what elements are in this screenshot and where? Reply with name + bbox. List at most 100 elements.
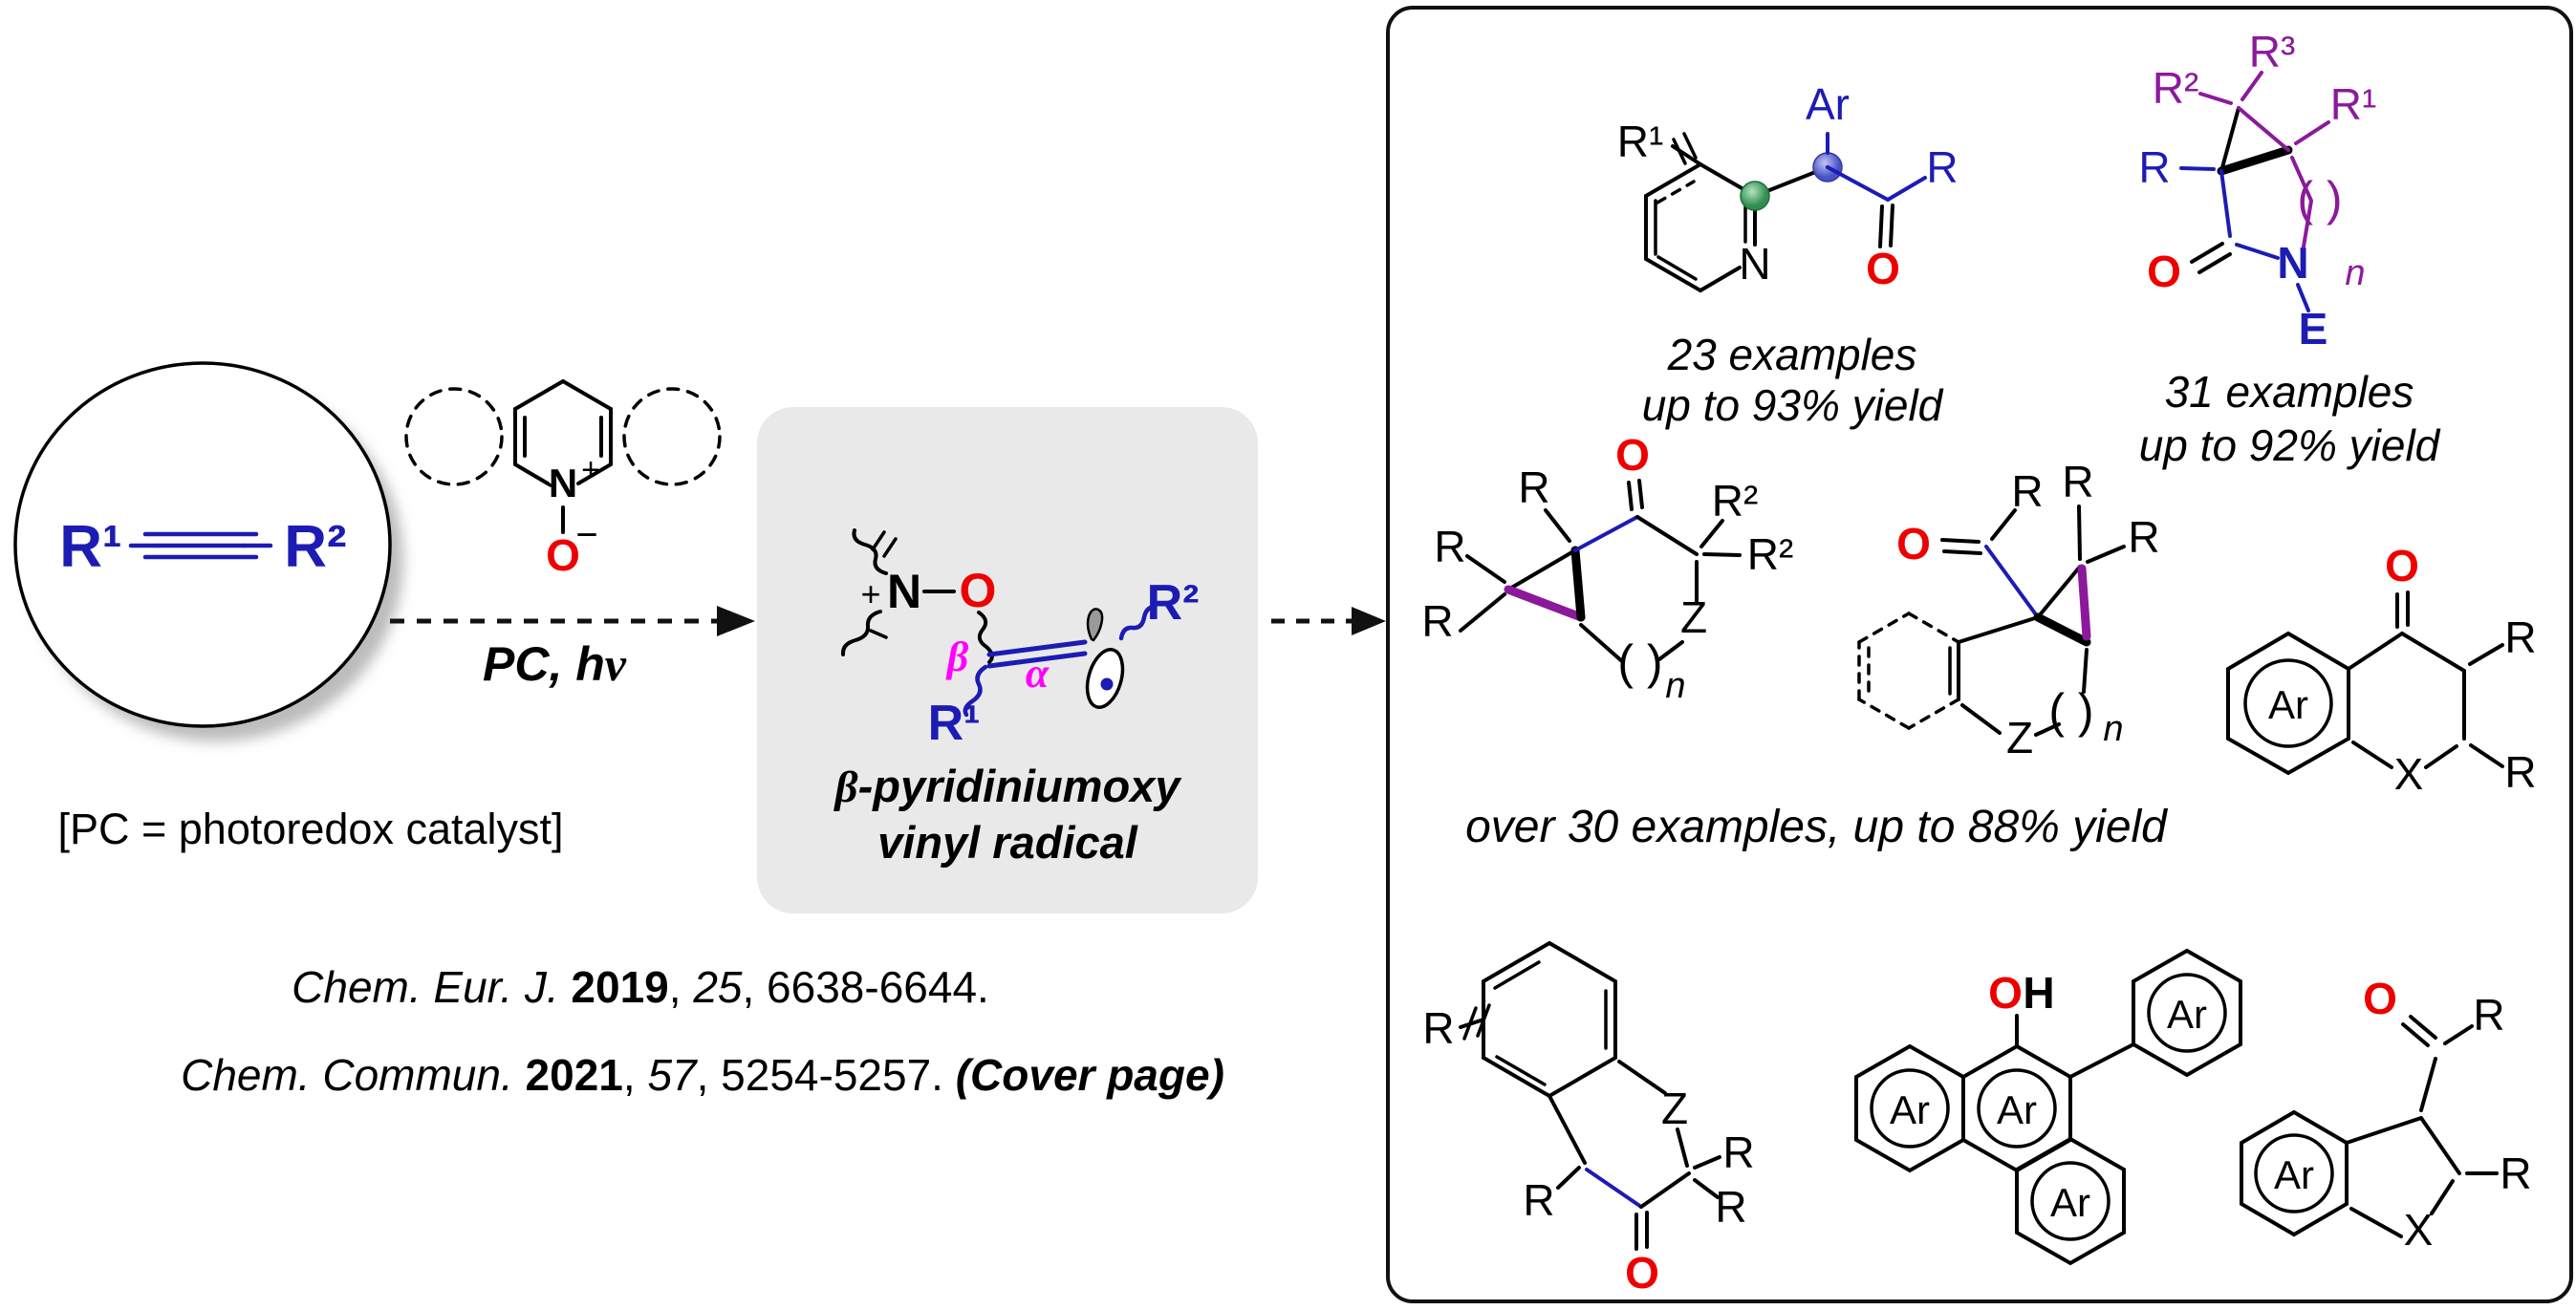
product-cyclopropane-lactam: R² R³ R¹ R O N E ( ) n	[2138, 27, 2376, 354]
arrowhead-icon	[717, 606, 755, 636]
p4-o-label: O	[1896, 519, 1931, 569]
p8-r2-label: R	[2500, 1149, 2531, 1198]
p8-racyl-label: R	[2473, 990, 2504, 1040]
p7-ar3-label: Ar	[2050, 1180, 2090, 1225]
p1-r1-label: R¹	[1617, 117, 1664, 166]
citation-1-volume: 25	[693, 962, 743, 1012]
products-panel	[1386, 6, 2573, 1303]
p2-examples: 31 examples	[2164, 367, 2414, 417]
p2-yield: up to 92% yield	[2138, 420, 2440, 470]
p7-ar4-label: Ar	[2167, 992, 2207, 1037]
p7-ring-c: Ar	[2015, 1136, 2126, 1266]
row2-caption-text: over 30 examples, up to 88% yield	[1465, 802, 2167, 852]
p5-x-label: X	[2394, 749, 2424, 799]
p3-carbonyl: O	[1615, 430, 1650, 511]
reaction-conditions: PC, hν	[382, 636, 726, 692]
p6-rring-label: R	[1422, 1003, 1454, 1053]
p7-ring-b: Ar	[1961, 1043, 2072, 1173]
p4-z-label: Z	[2006, 713, 2033, 762]
p2-o-label: O	[2147, 247, 2181, 296]
p4-rright-label: R	[2128, 512, 2159, 562]
p6-rq1-label: R	[1722, 1127, 1754, 1177]
p7-pendant-aryl: Ar	[2068, 948, 2242, 1079]
p4-carbonyl: O	[1896, 519, 1982, 569]
product-1-caption: 23 examples up to 93% yield	[1568, 330, 2017, 431]
vinyl-radical-structure: + N O β α R¹ R²	[840, 528, 1200, 751]
photocatalyst-note: [PC = photoredox catalyst]	[10, 805, 612, 854]
p7-ar1-label: Ar	[1890, 1087, 1930, 1132]
citation-1-year: 2019	[571, 962, 669, 1012]
p6-variable-r: R	[1422, 1003, 1491, 1053]
p7-oh-h-label: H	[2023, 968, 2054, 1018]
intermediate-r1-label: R¹	[928, 696, 981, 751]
alkyne-structure: R¹ R²	[59, 514, 346, 580]
intermediate-caption: β-pyridiniumoxy vinyl radical	[757, 759, 1258, 870]
p7-ar2-label: Ar	[1997, 1087, 2037, 1132]
p8-x-label: X	[2404, 1205, 2434, 1255]
pyridinium-stub-bonds	[840, 528, 898, 656]
p8-ar-label: Ar	[2274, 1152, 2314, 1197]
product-cyclopropyl-ketone: R R R O R² R² Z ( ) n	[1421, 430, 1793, 706]
p4-n: n	[2103, 709, 2123, 749]
p2-r-label: R	[2138, 142, 2170, 192]
p8-o-label: O	[2363, 974, 2397, 1023]
product-chromanone: Ar O R R X	[2226, 541, 2537, 799]
photocatalyst-note-text: [PC = photoredox catalyst]	[57, 805, 564, 853]
n-oxide-n-label: N	[549, 461, 577, 505]
n-oxide-o-label: O	[546, 530, 580, 580]
p3-parens: ( )	[1617, 635, 1662, 689]
p4-dashed-arene	[1857, 612, 1960, 730]
vinyl-radical-intermediate-box: β-pyridiniumoxy vinyl radical	[757, 407, 1258, 913]
p4-rtop-label: R	[2062, 457, 2093, 506]
p2-r3-label: R³	[2249, 27, 2296, 76]
radical-electron-dot	[1100, 677, 1114, 691]
vinyl-double-bond	[986, 639, 1088, 669]
citation-2-journal: Chem. Commun.	[181, 1050, 526, 1100]
green-highlight-sphere	[1740, 181, 1770, 211]
to-products-arrow-icon	[1271, 607, 1386, 635]
beta-position-label: β	[945, 634, 969, 680]
p5-o-label: O	[2385, 541, 2419, 591]
p5-aryl-ring: Ar	[2226, 631, 2350, 776]
p3-n: n	[1665, 666, 1685, 706]
intermediate-caption-line2: vinyl radical	[877, 817, 1137, 868]
p6-arene	[1482, 940, 1617, 1099]
p4-parens: ( )	[2048, 684, 2093, 738]
alkyne-r1-label: R¹	[59, 514, 121, 580]
intermediate-o-label: O	[960, 564, 997, 617]
p2-carbonyl: O	[2147, 242, 2232, 296]
intermediate-r2-label: R²	[1147, 575, 1200, 631]
radical-orbital-icon	[1085, 608, 1125, 709]
product-benzo-cyclopropane: O R R R ( ) n Z	[1857, 457, 2160, 762]
citation-2-pages: , 5254-5257.	[696, 1050, 956, 1100]
p1-examples: 23 examples	[1667, 330, 1917, 379]
product-benzofuran-ketone: Ar O R R X	[2240, 974, 2532, 1255]
product-2-caption: 31 examples up to 92% yield	[2084, 365, 2495, 472]
alkyne-reactant-circle: R¹ R²	[13, 361, 403, 741]
p3-r2a-label: R²	[1712, 476, 1759, 526]
p3-rl2-label: R	[1421, 596, 1453, 646]
row2-caption: over 30 examples, up to 88% yield	[1434, 801, 2198, 853]
arrowhead-icon	[1352, 607, 1386, 635]
citation-1-sep: ,	[668, 962, 694, 1012]
p5-rbot-label: R	[2504, 747, 2536, 797]
p1-n-label: N	[1739, 239, 1770, 289]
p6-rq2-label: R	[1715, 1182, 1746, 1232]
p6-carbonyl: O	[1625, 1211, 1659, 1298]
p2-r2-label: R²	[2153, 63, 2199, 113]
p2-cyclopropane	[2217, 106, 2293, 176]
p1-r-label: R	[1926, 142, 1958, 192]
p2-bridge-parens: ( )	[2297, 172, 2342, 225]
p5-ar-label: Ar	[2268, 682, 2308, 727]
intermediate-n-label: N	[887, 565, 921, 618]
citation-2-volume: 57	[647, 1050, 697, 1100]
p6-rch-label: R	[1523, 1175, 1554, 1225]
p7-oh-o-label: O	[1988, 968, 2023, 1018]
p4-racyl-label: R	[2011, 466, 2043, 516]
p2-methylene-bridge: ( ) n	[2290, 156, 2366, 293]
p6-o-label: O	[1625, 1248, 1659, 1298]
variable-r1-substituent: R¹	[1617, 117, 1702, 166]
citation-2: Chem. Commun. 2021, 57, 5254-5257. (Cove…	[124, 1049, 1281, 1101]
reaction-arrow-icon	[390, 606, 755, 636]
